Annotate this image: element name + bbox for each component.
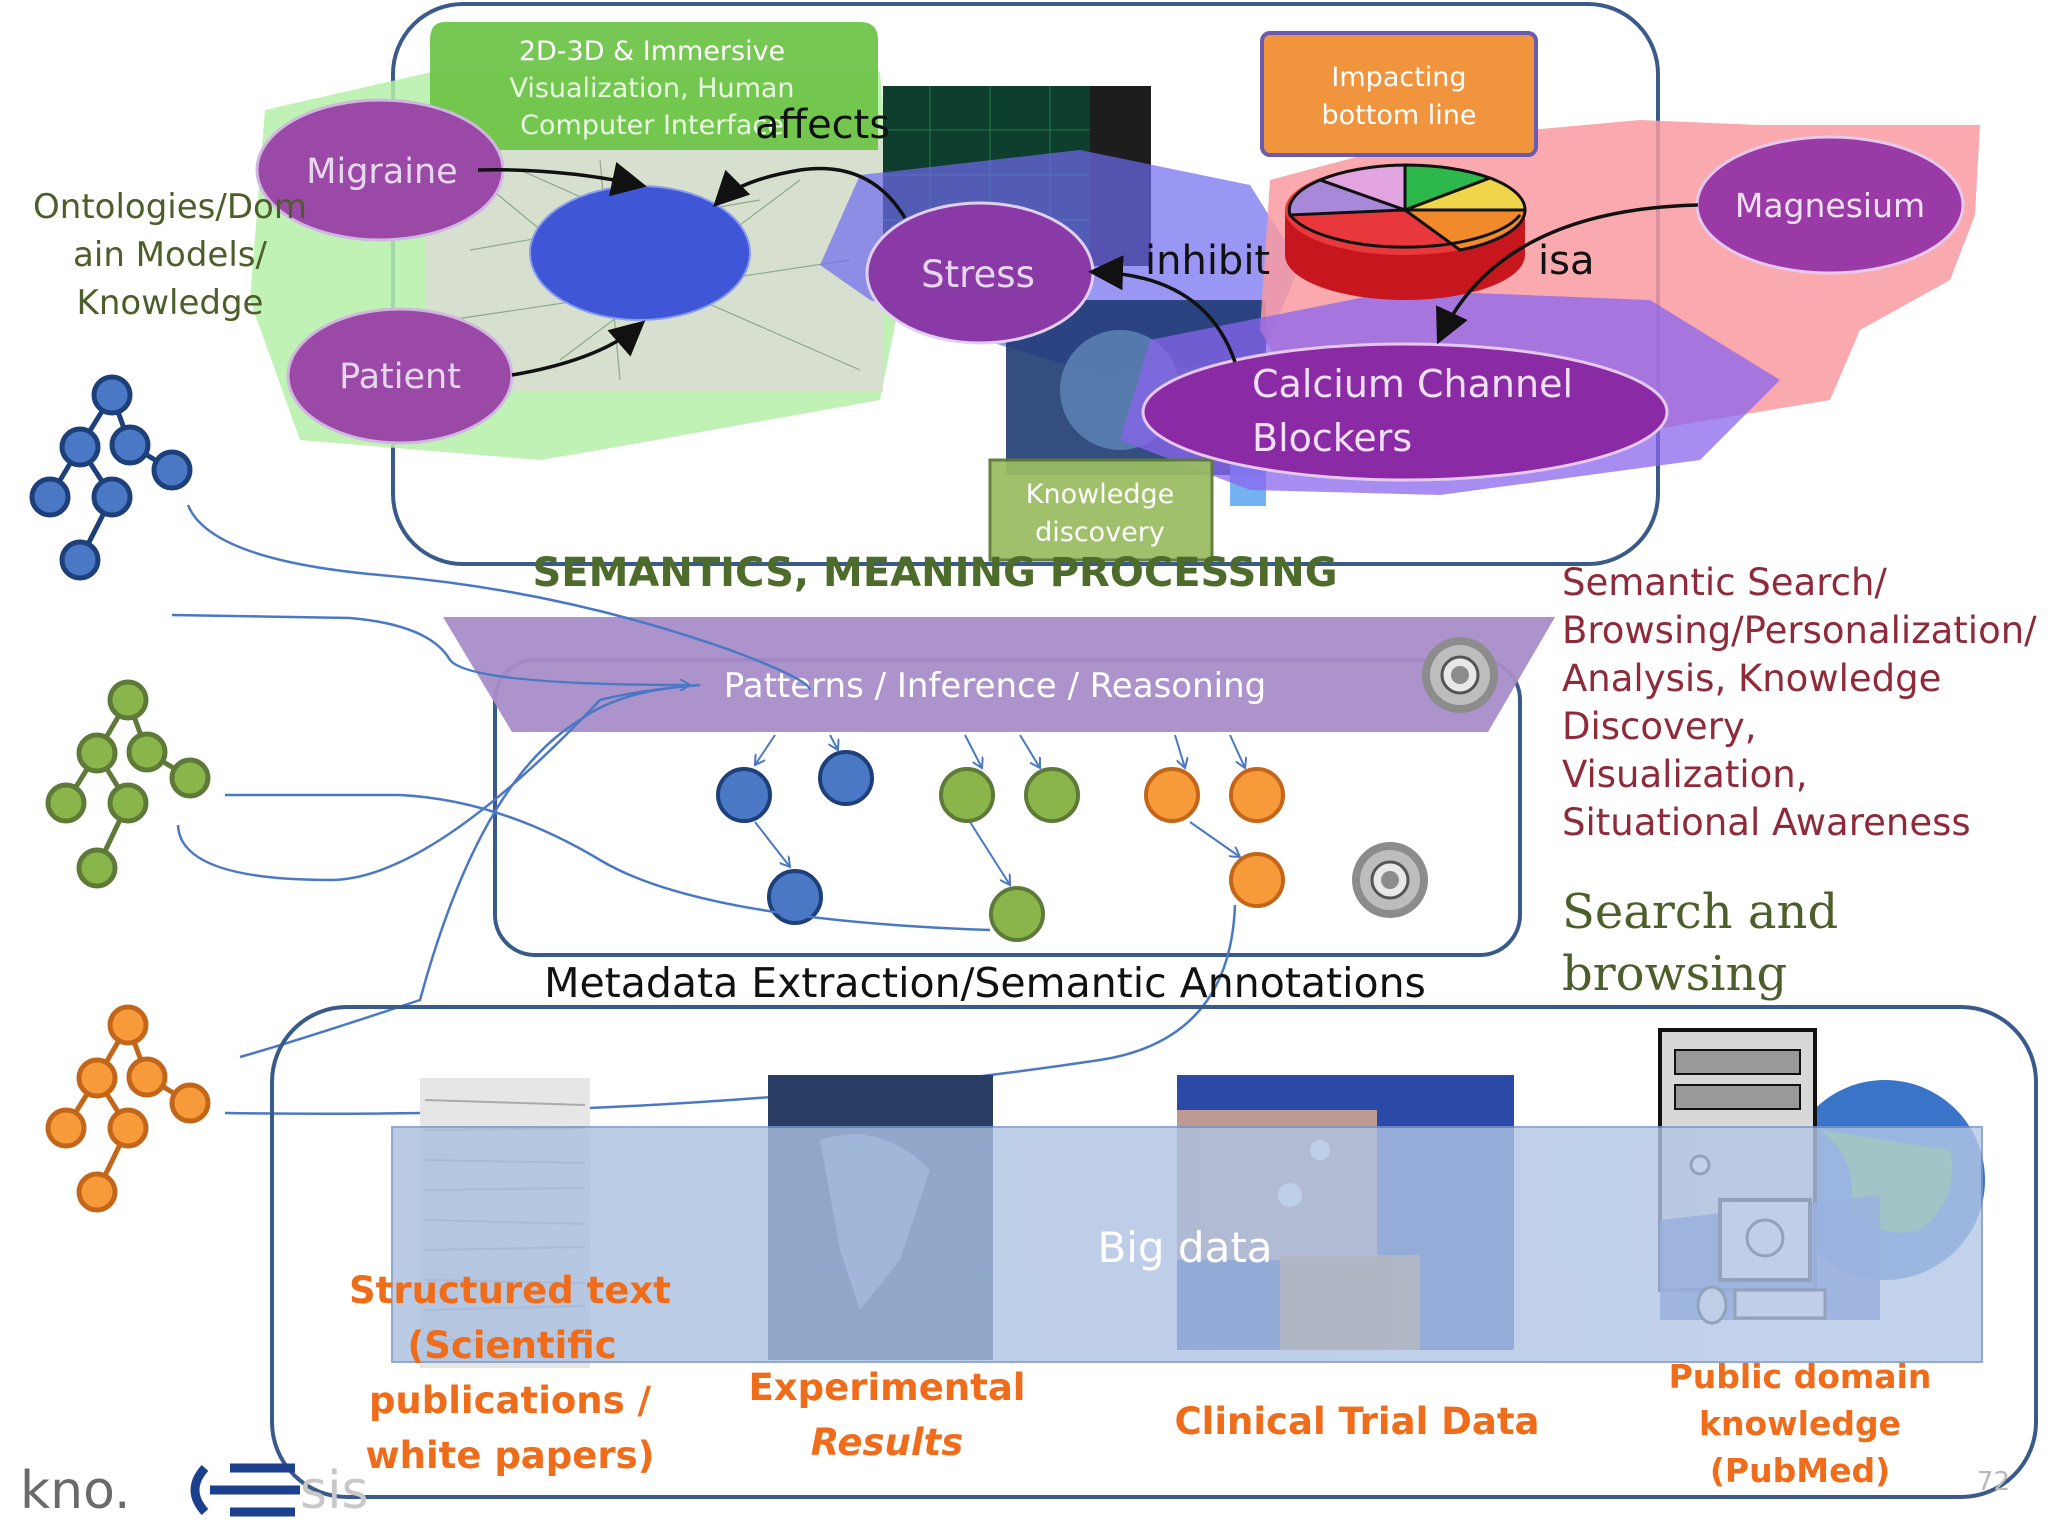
viz-label-box (430, 22, 878, 150)
big-data-label: Big data (1097, 1223, 1272, 1272)
structured-text-label: Structured text (Scientific publications… (349, 1269, 671, 1477)
knowledge-discovery-box (988, 458, 1214, 562)
clinical-label: Clinical Trial Data (1175, 1400, 1540, 1443)
experimental-line-2: Results (811, 1421, 964, 1464)
structured-line-2: (Scientific (407, 1324, 616, 1367)
public-line-2: knowledge (1699, 1404, 1901, 1443)
viz-label-line-3: Computer Interface (520, 110, 784, 141)
inference-arrows (755, 734, 1245, 885)
ontology-tree-green (45, 679, 211, 889)
knowledge-discovery-line-2: discovery (1035, 517, 1165, 548)
structured-line-1: Structured text (349, 1269, 671, 1312)
public-domain-label: Public domain knowledge (PubMed) (1669, 1357, 1932, 1490)
search-browsing-line-1: Search and (1562, 884, 1838, 940)
structured-line-3: publications / (369, 1379, 652, 1422)
impacting-line-1: Impacting (1331, 62, 1466, 93)
semantic-search-line-5: Visualization, (1562, 753, 1807, 796)
impacting-line-2: bottom line (1322, 100, 1477, 131)
semantic-search-line-3: Analysis, Knowledge (1562, 657, 1941, 700)
semantic-search-line-6: Situational Awareness (1562, 801, 1971, 844)
relation-affects: affects (755, 102, 890, 148)
arrow-calcium-stress (1088, 255, 1237, 363)
node-stress-label: Stress (921, 253, 1035, 296)
ontology-tree-blue (29, 374, 193, 581)
experimental-line-1: Experimental (749, 1366, 1026, 1409)
public-line-3: (PubMed) (1710, 1451, 1890, 1490)
knoesis-logo: kno. sis (20, 1461, 369, 1521)
structured-line-4: white papers) (365, 1434, 654, 1477)
node-magnesium-label: Magnesium (1735, 186, 1925, 225)
knowledge-discovery-line-1: Knowledge (1026, 479, 1174, 510)
public-line-1: Public domain (1669, 1357, 1932, 1396)
arrow-stress-center (713, 166, 907, 219)
node-calcium-line-2: Blockers (1252, 416, 1412, 460)
gear-icon (1420, 635, 1500, 715)
ontologies-line-2: ain Models/ (73, 235, 267, 275)
semantic-search-line-2: Browsing/Personalization/ (1562, 609, 2037, 652)
node-patient (286, 307, 514, 445)
logo-text-left: kno. (20, 1461, 131, 1521)
node-calcium (1141, 342, 1669, 482)
viz-label-line-2: Visualization, Human (509, 73, 794, 104)
search-browsing-line-2: browsing (1562, 946, 1787, 1002)
semantics-title: SEMANTICS, MEANING PROCESSING (532, 550, 1337, 596)
relation-isa: isa (1538, 238, 1594, 284)
node-center (529, 185, 751, 321)
node-patient-label: Patient (339, 357, 461, 397)
arrow-patient-center (511, 320, 646, 377)
inference-graph (716, 750, 1285, 942)
semantic-search-line-4: Discovery, (1562, 705, 1757, 748)
arrow-magnesium-calcium (1436, 203, 1699, 345)
pie-chart-clipart (1285, 163, 1527, 300)
gear-icon-lower (1350, 840, 1430, 920)
patterns-label: Patterns / Inference / Reasoning (724, 666, 1266, 706)
viz-label-line-1: 2D-3D & Immersive (519, 36, 785, 67)
node-migraine-label: Migraine (306, 152, 457, 192)
ontology-tree-orange (45, 1004, 211, 1213)
impacting-box (1260, 31, 1538, 157)
ontologies-line-3: Knowledge (77, 283, 264, 323)
relation-inhibit: inhibit (1145, 238, 1270, 284)
big-data-frame (270, 1005, 2038, 1499)
semantic-search-text: Semantic Search/ Browsing/Personalizatio… (1562, 561, 2037, 844)
metadata-title: Metadata Extraction/Semantic Annotations (544, 959, 1426, 1007)
big-data-band (391, 1126, 1983, 1363)
logo-e-mark (190, 1463, 300, 1517)
arrow-migraine-center (477, 162, 647, 197)
node-calcium-line-1: Calcium Channel (1252, 362, 1573, 406)
logo-text-right: sis (300, 1461, 369, 1521)
ontologies-line-1: Ontologies/Dom (33, 187, 307, 227)
semantic-search-line-1: Semantic Search/ (1562, 561, 1887, 604)
page-number: 72 (1977, 1467, 2010, 1497)
